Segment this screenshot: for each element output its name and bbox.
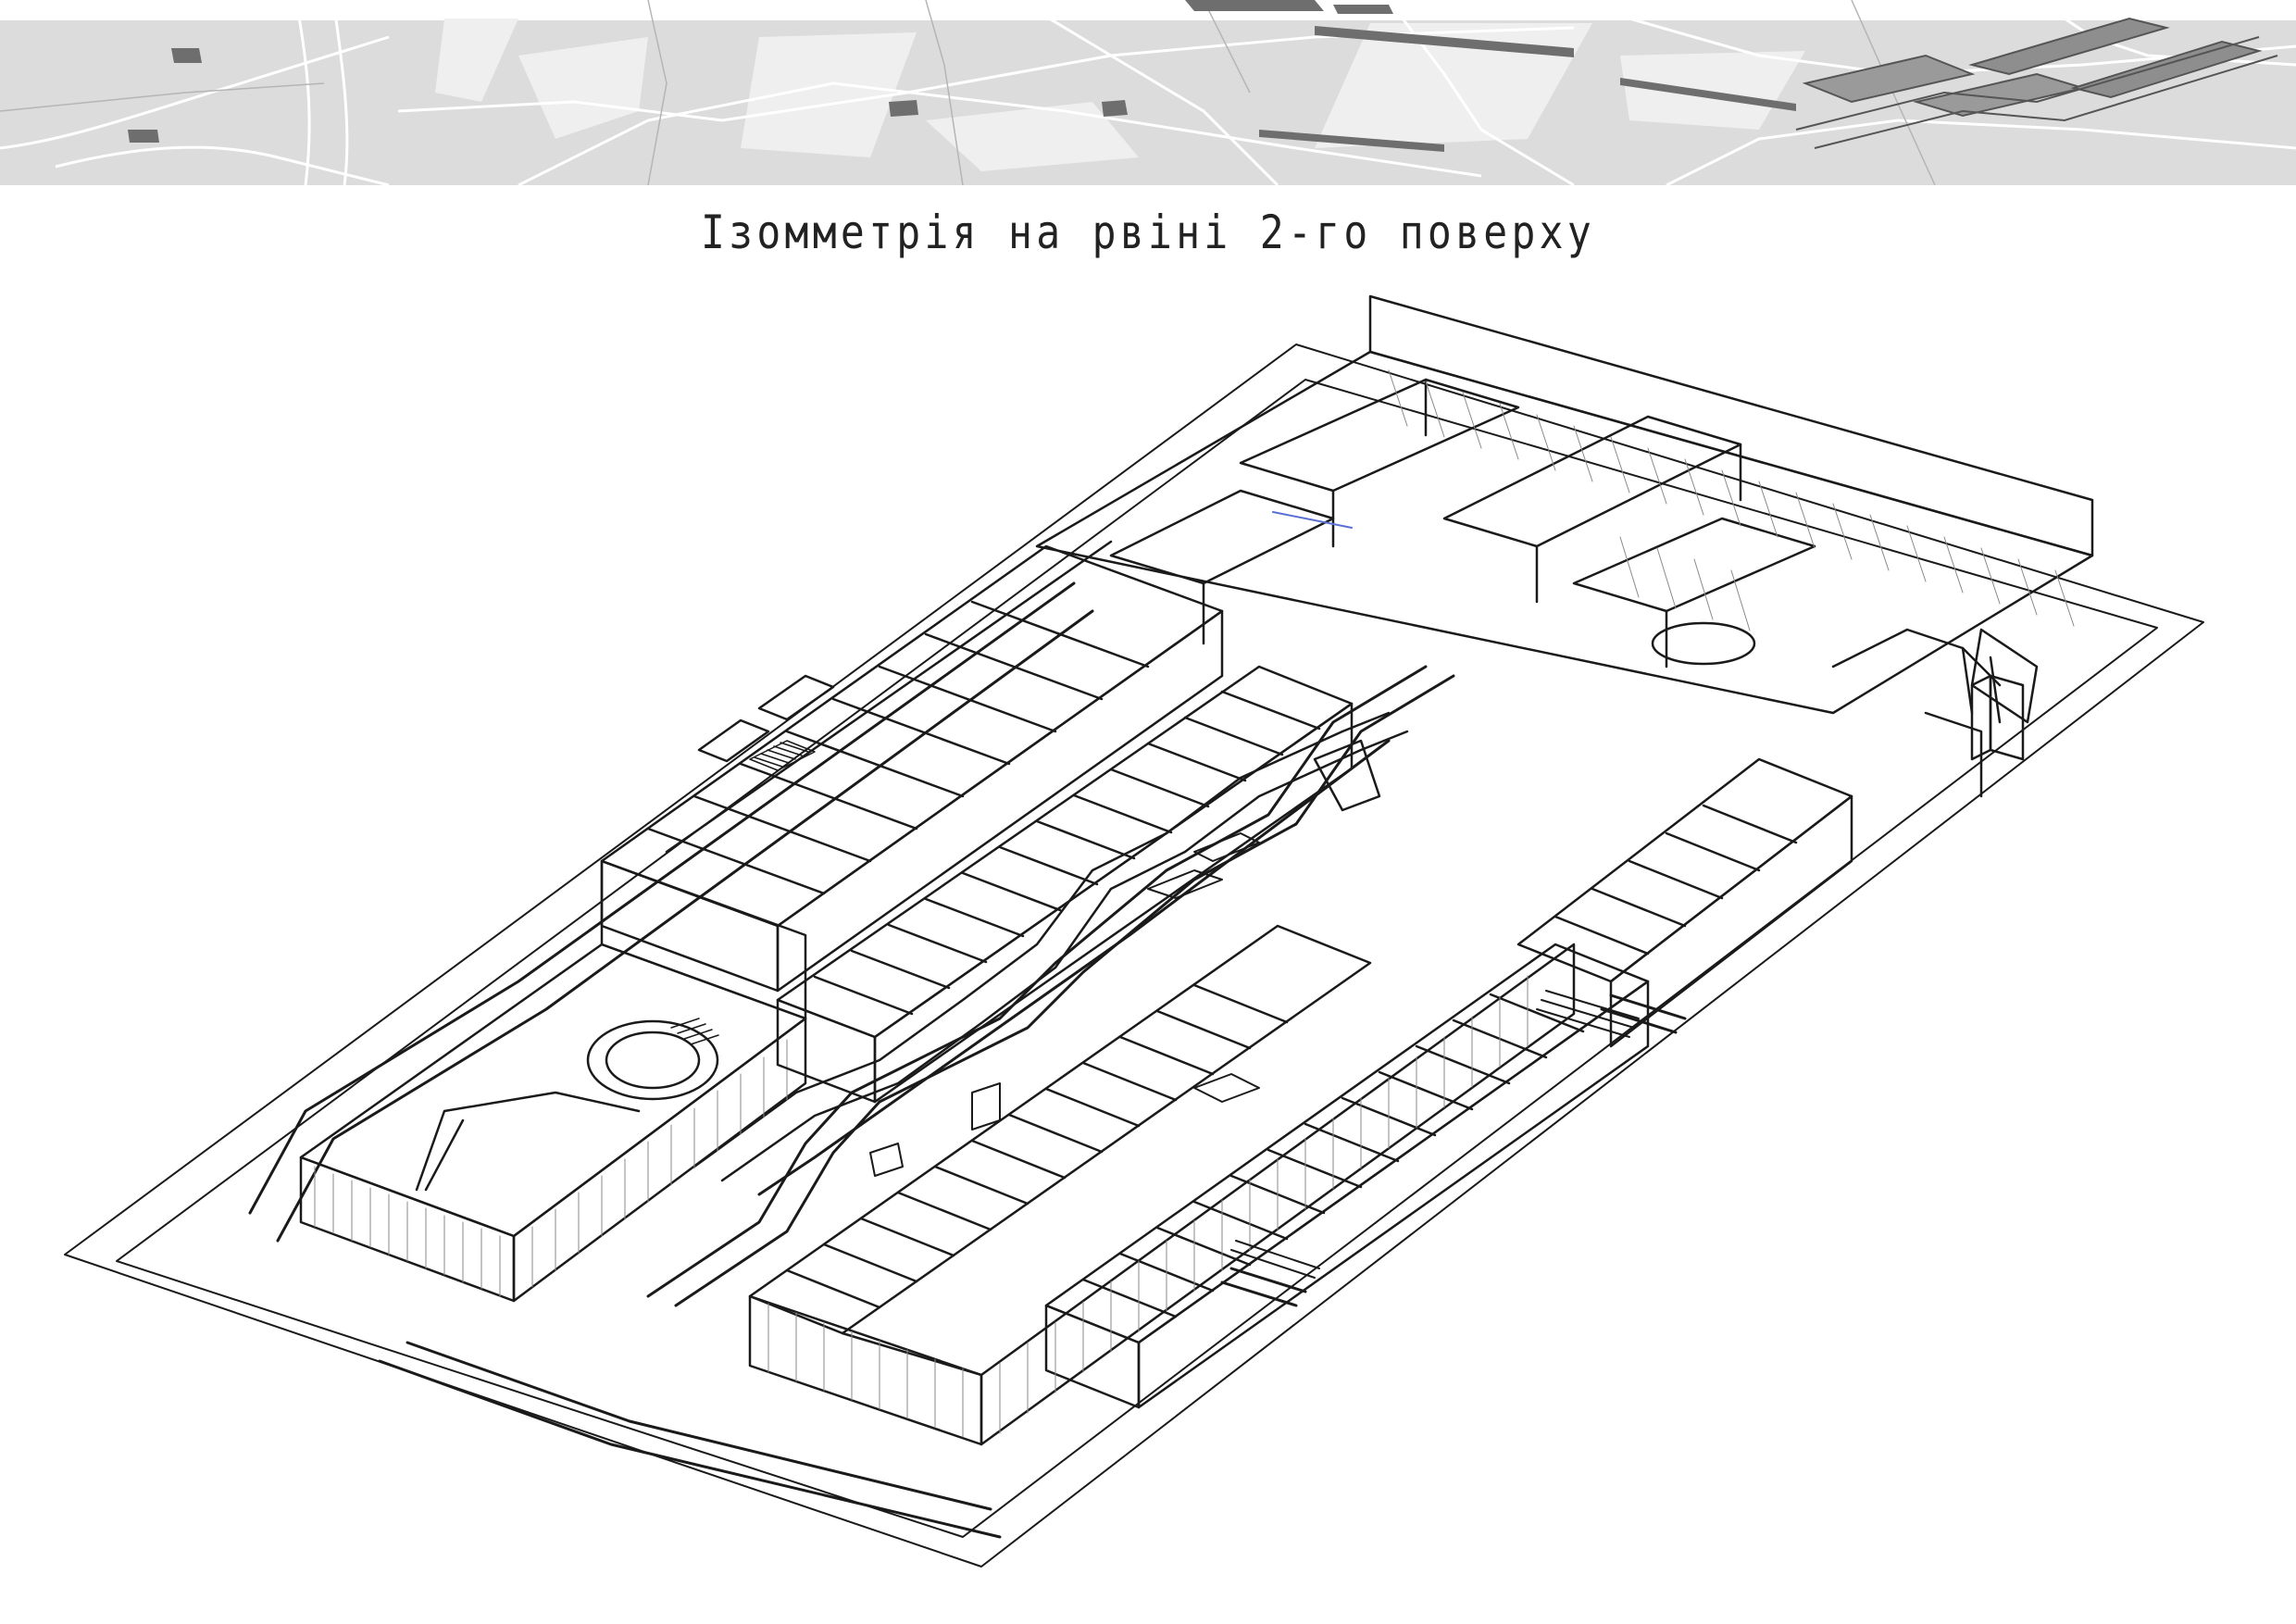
wing-east bbox=[1516, 757, 1853, 1048]
wing-north-west bbox=[600, 540, 1224, 993]
glazing-south-east bbox=[767, 975, 1529, 1438]
isometric-floor-drawing bbox=[64, 294, 2204, 1568]
site-boundary bbox=[64, 344, 2204, 1568]
accent-line bbox=[1272, 511, 1353, 529]
map-top-edge bbox=[0, 0, 2296, 20]
map-buildings bbox=[128, 0, 1796, 152]
courtyard-block-left bbox=[299, 859, 807, 1303]
site-path-outline bbox=[248, 581, 1687, 1539]
stair-courtyard bbox=[670, 1018, 719, 1045]
wing-south-east bbox=[748, 924, 1576, 1446]
north-cluster bbox=[1035, 294, 2094, 724]
wing-central-a bbox=[776, 665, 1354, 1104]
stair-west bbox=[749, 740, 816, 771]
sheet-title: Ізомметрія на рвіні 2-го поверху bbox=[700, 206, 1596, 259]
crosswalks bbox=[1230, 990, 1640, 1279]
central-spine-path bbox=[693, 711, 1409, 1182]
wing-central-b bbox=[1044, 943, 1650, 1409]
north-cluster-rooms bbox=[1388, 369, 2075, 631]
east-entrance-pylon bbox=[1924, 674, 2025, 798]
small-blocks bbox=[869, 832, 1260, 1177]
map-building-cluster bbox=[1795, 17, 2278, 149]
site-context-map bbox=[0, 0, 2296, 185]
map-light-plots bbox=[435, 19, 1805, 171]
map-background bbox=[0, 0, 2296, 185]
glazing-left-block bbox=[314, 1039, 788, 1297]
